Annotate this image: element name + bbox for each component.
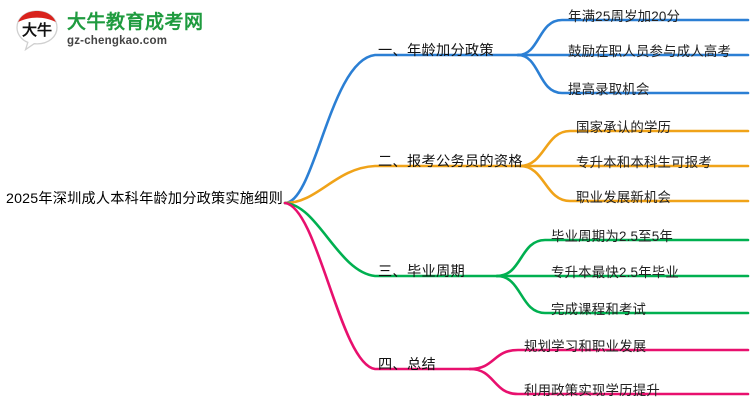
site-logo: 大牛 大牛教育成考网 gz-chengkao.com <box>14 8 204 52</box>
logo-text-block: 大牛教育成考网 gz-chengkao.com <box>67 13 204 48</box>
mindmap-branch-node-2[interactable]: 二、报考公务员的资格 <box>378 154 523 170</box>
mindmap-leaf-node-3-3[interactable]: 完成课程和考试 <box>551 302 647 317</box>
mindmap-leaf-node-1-3[interactable]: 提高录取机会 <box>568 82 650 97</box>
mindmap-leaf-node-4-1[interactable]: 规划学习和职业发展 <box>524 339 647 354</box>
connector-center-branch-2 <box>283 164 522 205</box>
connector-center-branch-1 <box>283 53 520 205</box>
mindmap-center-node[interactable]: 2025年深圳成人本科年龄加分政策实施细则 <box>6 191 283 207</box>
mindmap-leaf-node-2-3[interactable]: 职业发展新机会 <box>576 190 672 205</box>
mindmap-leaf-node-1-1[interactable]: 年满25周岁加20分 <box>568 9 681 24</box>
mindmap-leaf-node-3-1[interactable]: 毕业周期为2.5至5年 <box>551 229 673 244</box>
mindmap-leaf-node-1-2[interactable]: 鼓励在职人员参与成人高考 <box>568 44 732 59</box>
mindmap-leaf-node-2-1[interactable]: 国家承认的学历 <box>576 120 672 135</box>
connector-center-branch-4 <box>283 201 472 371</box>
mindmap-leaf-node-3-2[interactable]: 专升本最快2.5年毕业 <box>551 265 679 280</box>
logo-title: 大牛教育成考网 <box>67 11 204 33</box>
svg-text:大牛: 大牛 <box>22 21 52 39</box>
mindmap-branch-node-4[interactable]: 四、总结 <box>378 357 436 373</box>
daniu-speech-bubble-logo-icon: 大牛 <box>14 8 60 52</box>
logo-subtitle-url: gz-chengkao.com <box>67 34 168 47</box>
mindmap-branch-node-1[interactable]: 一、年龄加分政策 <box>378 43 494 59</box>
mindmap-leaf-node-2-2[interactable]: 专升本和本科生可报考 <box>576 155 712 170</box>
mindmap-leaf-node-4-2[interactable]: 利用政策实现学历提升 <box>524 383 660 398</box>
mindmap-branch-node-3[interactable]: 三、毕业周期 <box>378 264 465 280</box>
